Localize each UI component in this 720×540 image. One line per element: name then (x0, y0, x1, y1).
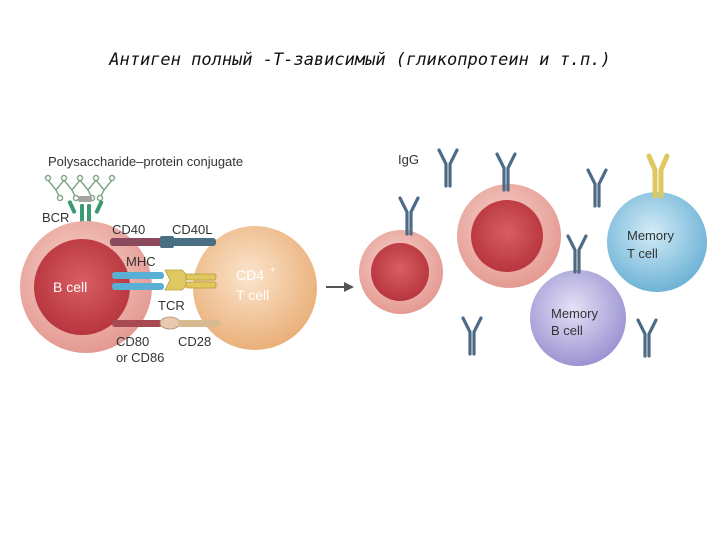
antibody-icon (586, 168, 608, 208)
mhc-molecule-icon (112, 272, 164, 290)
arrow-right-icon (326, 282, 354, 292)
t-cell-label-sup: + (270, 265, 276, 276)
bcr-label: BCR (42, 210, 69, 225)
tcr-label: TCR (158, 298, 185, 313)
memory-t-label-line2: T cell (627, 246, 658, 261)
cd28-label: CD28 (178, 334, 211, 349)
antibody-icon (461, 316, 483, 356)
memory-t-cell (607, 192, 707, 292)
memory-b-label-line1: Memory (551, 306, 598, 321)
t-cell-label-line2: T cell (236, 287, 269, 303)
memory-b-label-line2: B cell (551, 323, 583, 338)
antibody-icon (398, 196, 420, 236)
b-cell-label: B cell (53, 279, 87, 295)
antibody-icon (495, 152, 517, 192)
carrier-protein-icon (78, 196, 92, 202)
cd80-label-line1: CD80 (116, 334, 149, 349)
cd4-t-cell (193, 226, 317, 350)
cd80-cd28-receptor-icon (112, 316, 220, 330)
polysaccharide-conjugate-icon (44, 174, 116, 202)
mhc-label: MHC (126, 254, 156, 269)
antibody-group (398, 148, 670, 358)
antibody-icon (636, 318, 658, 358)
memory-tcr-icon (646, 153, 670, 199)
igg-label: IgG (398, 152, 419, 167)
plasma-cell-center-nucleus (471, 200, 543, 272)
antibody-icon (437, 148, 459, 188)
plasma-cell-left-nucleus (371, 243, 429, 301)
slide-title: Антиген полный -Т-зависимый (гликопротеи… (109, 50, 611, 70)
cd40-receptor-icon (110, 238, 162, 246)
b-cell-nucleus (34, 239, 130, 335)
t-cell-label-line1: CD4 (236, 267, 264, 283)
memory-b-cell (530, 270, 626, 366)
antibody-icon (566, 234, 588, 274)
tcr-receptor-icon (164, 269, 217, 291)
memory-t-label-line1: Memory (627, 228, 674, 243)
cd40-label: CD40 (112, 222, 145, 237)
conjugate-label: Polysaccharide–protein conjugate (48, 154, 243, 169)
cd80-label-line2: or CD86 (116, 350, 164, 365)
cd40l-ligand-icon (160, 236, 174, 248)
cd40l-label: CD40L (172, 222, 212, 237)
cd40l-stalk-icon (172, 238, 216, 246)
